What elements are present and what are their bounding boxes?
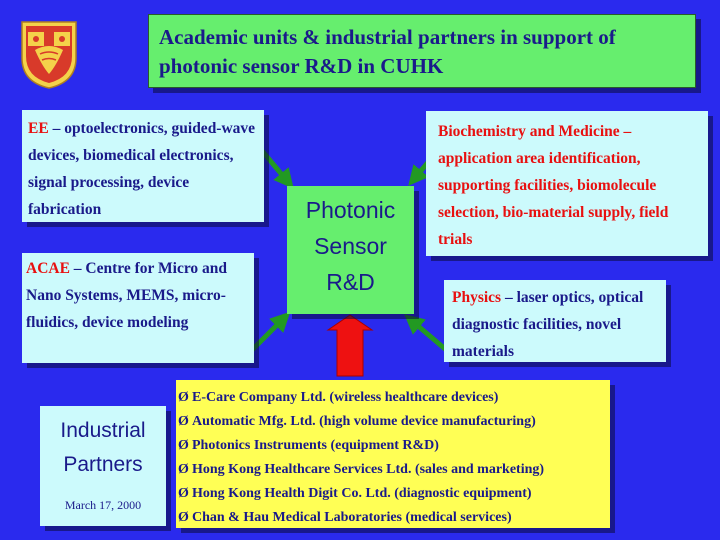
ee-box: EE – optoelectronics, guided-wave device… (22, 110, 264, 222)
physics-box: Physics – laser optics, optical diagnost… (444, 280, 666, 362)
center-line-1: Photonic (305, 197, 396, 223)
partner-name: Photonics Instruments (equipment R&D) (192, 438, 439, 453)
industrial-partners-box: Industrial Partners March 17, 2000 (40, 406, 166, 526)
arrow-industrial (326, 314, 374, 377)
bullet-icon: Ø (178, 462, 189, 477)
bio-description: Biochemistry and Medicine – application … (438, 123, 669, 248)
title-box: Academic units & industrial partners in … (148, 14, 696, 88)
industrial-line-2: Partners (63, 453, 143, 476)
ee-name: EE (28, 120, 49, 137)
physics-description: – laser optics, optical diagnostic facil… (452, 289, 644, 360)
partner-name: Chan & Hau Medical Laboratories (medical… (192, 510, 512, 525)
bullet-icon: Ø (178, 438, 189, 453)
bio-box: Biochemistry and Medicine – application … (426, 111, 708, 256)
center-box: Photonic Sensor R&D (287, 186, 414, 314)
bullet-icon: Ø (178, 414, 189, 429)
center-line-2: Sensor (314, 233, 387, 259)
acae-box: ACAE – Centre for Micro and Nano Systems… (22, 253, 254, 363)
partner-name: Automatic Mfg. Ltd. (high volume device … (192, 414, 536, 429)
university-crest-icon (21, 21, 77, 89)
slide-date: March 17, 2000 (64, 498, 142, 512)
partner-name: Hong Kong Health Digit Co. Ltd. (diagnos… (192, 486, 532, 501)
physics-name: Physics (452, 289, 502, 306)
ee-description: – optoelectronics, guided-wave devices, … (28, 120, 256, 218)
acae-name: ACAE (26, 260, 70, 277)
industrial-line-1: Industrial (60, 419, 146, 442)
bullet-icon: Ø (178, 510, 189, 525)
bullet-icon: Ø (178, 390, 189, 405)
title-line-2: photonic sensor R&D in CUHK (159, 54, 444, 78)
title-line-1: Academic units & industrial partners in … (159, 25, 616, 49)
bullet-icon: Ø (178, 486, 189, 501)
partner-name: Hong Kong Healthcare Services Ltd. (sale… (192, 462, 545, 477)
center-line-3: R&D (326, 269, 375, 295)
partner-name: E-Care Company Ltd. (wireless healthcare… (192, 390, 499, 405)
acae-description: – Centre for Micro and Nano Systems, MEM… (26, 260, 228, 331)
